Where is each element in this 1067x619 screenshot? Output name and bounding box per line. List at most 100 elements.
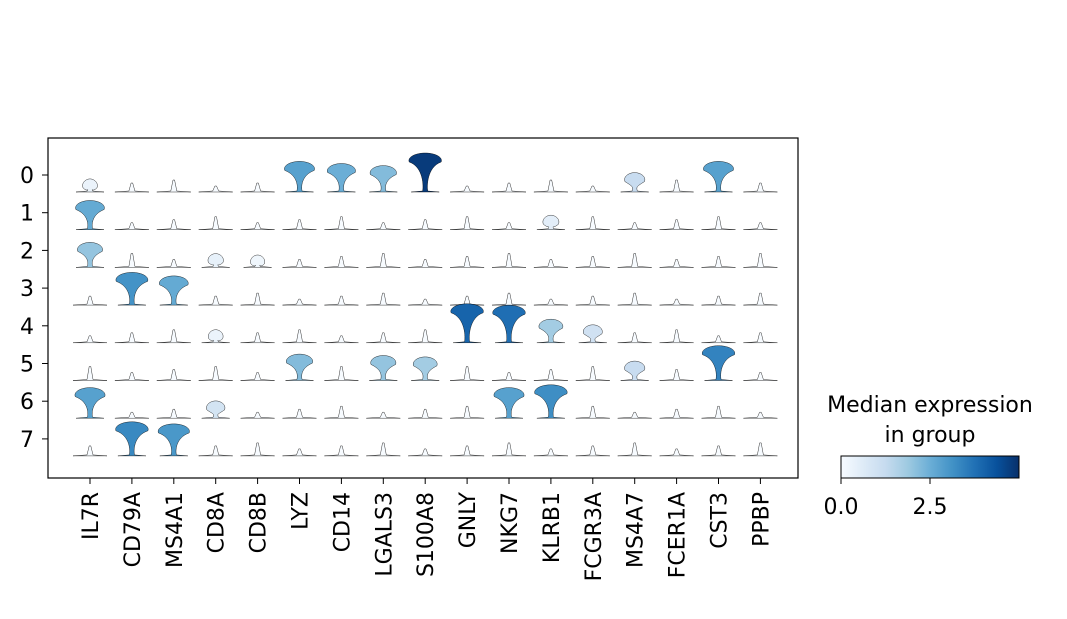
violin-IL7R-group-5 (72, 366, 108, 381)
violin-NKG7-group-3 (491, 292, 527, 306)
y-tick-label-group-6: 6 (20, 390, 34, 415)
violin-FCER1A-group-2 (659, 259, 694, 268)
violin-LGALS3-group-2 (366, 253, 401, 268)
violin-CD14-group-5 (324, 366, 359, 381)
violin-CD8B-group-3 (240, 292, 275, 306)
violin-CD14-group-3 (324, 295, 359, 306)
colorbar-gradient (840, 455, 1020, 479)
violin-MS4A1-group-4 (156, 329, 191, 343)
x-tick-label-CD8B: CD8B (247, 492, 272, 553)
violin-CD79A-group-2 (114, 253, 149, 268)
y-tick-label-group-1: 1 (20, 202, 34, 227)
x-tick-label-FCER1A: FCER1A (666, 492, 691, 578)
violin-FCER1A-group-0 (659, 179, 694, 193)
violin-CD8A-group-5 (198, 366, 233, 381)
violin-KLRB1-group-2 (533, 259, 568, 268)
violin-MS4A7-group-2 (617, 253, 652, 268)
violin-KLRB1-group-0 (533, 179, 568, 193)
violin-NKG7-group-0 (491, 182, 527, 193)
violin-S100A8-group-0 (408, 152, 442, 193)
x-tick-label-PPBP: PPBP (749, 492, 774, 547)
x-tick-label-S100A8: S100A8 (414, 492, 439, 577)
violin-IL7R-group-0 (75, 178, 105, 193)
violin-CD14-group-0 (327, 163, 356, 193)
x-tick-label-MS4A1: MS4A1 (163, 492, 188, 568)
violin-CST3-group-5 (702, 345, 735, 381)
violin-PPBP-group-6 (743, 412, 778, 419)
violin-CD8B-group-0 (240, 182, 275, 193)
violin-CD8A-group-1 (198, 216, 233, 230)
violin-CD79A-group-1 (114, 222, 149, 230)
violin-IL7R-group-6 (74, 387, 106, 419)
violin-MS4A7-group-4 (617, 332, 652, 343)
violin-MS4A1-group-6 (156, 409, 191, 419)
x-tick-label-CD8A: CD8A (205, 492, 230, 553)
x-tick-label-LYZ: LYZ (289, 492, 314, 530)
violin-MS4A1-group-7 (157, 423, 190, 457)
violin-MS4A7-group-1 (617, 222, 652, 230)
violin-S100A8-group-4 (408, 329, 443, 343)
violin-FCER1A-group-3 (659, 298, 694, 306)
y-tick-label-group-4: 4 (20, 315, 34, 340)
violin-KLRB1-group-4 (536, 318, 565, 343)
violin-IL7R-group-2 (75, 242, 105, 268)
violin-CST3-group-3 (701, 295, 736, 306)
violin-FCGR3A-group-7 (575, 445, 610, 457)
violin-CST3-group-7 (701, 445, 736, 457)
violin-CST3-group-0 (703, 161, 734, 193)
violin-NKG7-group-4 (492, 304, 526, 343)
violin-LYZ-group-1 (282, 219, 317, 230)
violin-CD8B-group-1 (240, 222, 275, 230)
violin-CD8B-group-5 (240, 372, 275, 381)
violin-LYZ-group-7 (282, 448, 317, 457)
violin-S100A8-group-1 (408, 219, 443, 230)
violin-CD14-group-6 (324, 406, 359, 419)
violin-FCGR3A-group-2 (575, 256, 610, 268)
x-tick-label-CST3: CST3 (708, 492, 733, 549)
violin-LGALS3-group-4 (366, 332, 401, 343)
violin-FCER1A-group-7 (659, 448, 694, 457)
violin-FCER1A-group-6 (659, 409, 694, 419)
violin-CD8A-group-0 (198, 185, 233, 193)
violin-IL7R-group-3 (72, 295, 108, 306)
violin-CD79A-group-4 (114, 332, 149, 343)
violin-CD79A-group-5 (114, 372, 149, 381)
violin-KLRB1-group-1 (536, 214, 565, 230)
violin-MS4A7-group-7 (617, 442, 652, 457)
violin-PPBP-group-0 (743, 182, 778, 193)
violin-PPBP-group-5 (743, 372, 778, 381)
violin-S100A8-group-2 (408, 259, 443, 268)
violin-GNLY-group-0 (450, 185, 485, 193)
x-tick-label-CD14: CD14 (330, 492, 355, 552)
x-tick-label-NKG7: NKG7 (498, 492, 523, 554)
violin-GNLY-group-4 (450, 303, 484, 343)
violin-GNLY-group-6 (450, 406, 485, 419)
violin-CD79A-group-0 (114, 182, 149, 193)
violin-CD14-group-4 (324, 335, 359, 343)
colorbar-title-line2: in group (885, 423, 976, 448)
violin-NKG7-group-6 (493, 387, 525, 419)
violin-S100A8-group-7 (408, 448, 443, 457)
violin-FCER1A-group-5 (659, 369, 694, 381)
violin-GNLY-group-7 (450, 445, 485, 457)
violin-GNLY-group-2 (450, 256, 485, 268)
colorbar: Median expression in group 0.0 2.5 (824, 393, 1033, 520)
violin-LYZ-group-4 (282, 329, 317, 343)
x-tick-label-KLRB1: KLRB1 (540, 492, 565, 563)
violin-PPBP-group-2 (743, 253, 778, 268)
violin-LGALS3-group-1 (366, 222, 401, 230)
violin-CD79A-group-7 (115, 421, 149, 457)
violin-FCGR3A-group-0 (575, 185, 610, 193)
violin-LYZ-group-5 (285, 353, 314, 381)
violin-MS4A1-group-1 (156, 219, 191, 230)
violin-CST3-group-6 (701, 406, 736, 419)
violin-GNLY-group-5 (450, 366, 485, 381)
violin-PPBP-group-1 (743, 222, 778, 230)
violin-CD14-group-7 (324, 445, 359, 457)
y-tick-label-group-2: 2 (20, 239, 34, 264)
violin-FCGR3A-group-5 (575, 366, 610, 381)
violin-LYZ-group-2 (282, 259, 317, 268)
colorbar-title-line1: Median expression (827, 393, 1033, 418)
